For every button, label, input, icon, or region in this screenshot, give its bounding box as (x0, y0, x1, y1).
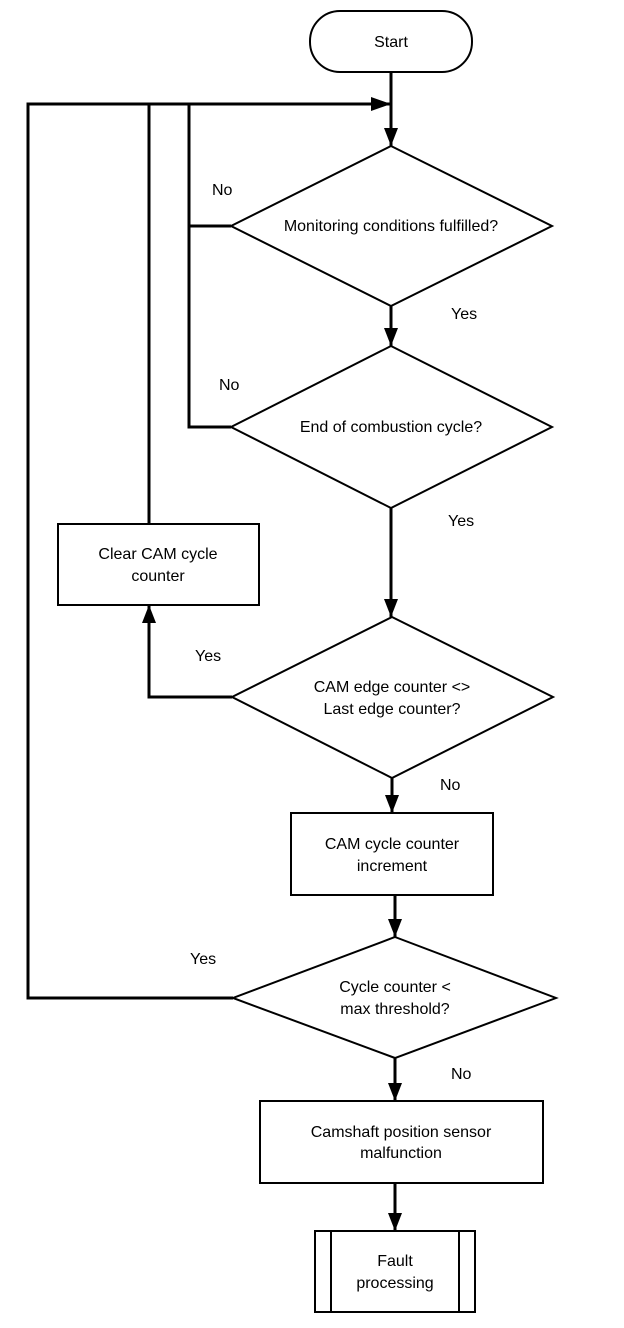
threshold-yes-label: Yes (190, 951, 216, 968)
fault-label-line1: Fault (377, 1253, 413, 1270)
clear-cam-cycle-process (57, 523, 260, 606)
end-cycle-no-label: No (219, 377, 240, 394)
connector-monitoring-no-loop (187, 104, 231, 228)
cam-cycle-increment-process (290, 812, 494, 896)
monitoring-no-label: No (212, 182, 233, 199)
cam-edge-counter-decision (229, 615, 556, 780)
end-cycle-yes-label: Yes (448, 513, 474, 530)
arrowhead (388, 1083, 402, 1101)
cam-edge-yes-label: Yes (195, 648, 221, 665)
arrowhead (385, 795, 399, 813)
end-of-combustion-label: End of combustion cycle? (300, 419, 482, 436)
arrowhead (388, 1213, 402, 1231)
cam-increment-label-line2: increment (357, 858, 428, 875)
camshaft-malfunction-process (259, 1100, 544, 1184)
clear-cam-label-line2: counter (131, 568, 185, 585)
cycle-threshold-label-line1: Cycle counter < (339, 979, 451, 996)
connector-end-cycle-no-loop (187, 226, 231, 429)
threshold-no-label: No (451, 1066, 472, 1083)
cam-increment-label-line1: CAM cycle counter (325, 836, 460, 853)
malfunction-label-line1: Camshaft position sensor (311, 1124, 492, 1141)
arrowhead (384, 328, 398, 346)
cam-edge-label-line1: CAM edge counter <> (314, 679, 471, 696)
malfunction-label-line2: malfunction (360, 1145, 442, 1162)
cam-edge-no-label: No (440, 777, 461, 794)
arrowhead (384, 599, 398, 617)
monitoring-conditions-decision (228, 144, 555, 308)
arrowhead (371, 97, 391, 111)
fault-processing-subroutine (314, 1230, 476, 1313)
cycle-counter-threshold-decision (230, 935, 559, 1060)
clear-cam-label-line1: Clear CAM cycle (98, 546, 217, 563)
fault-label-line2: processing (356, 1275, 433, 1292)
cycle-threshold-label-line2: max threshold? (340, 1001, 449, 1018)
connector-threshold-yes-loop (26, 102, 391, 1000)
connector-cam-edge-yes (147, 605, 232, 699)
monitoring-conditions-label: Monitoring conditions fulfilled? (284, 218, 498, 235)
start-terminator (309, 10, 473, 73)
start-label: Start (374, 34, 408, 51)
cam-edge-label-line2: Last edge counter? (324, 701, 461, 718)
arrowhead (142, 605, 156, 623)
arrowhead (384, 128, 398, 146)
monitoring-yes-label: Yes (451, 306, 477, 323)
end-of-combustion-decision (228, 344, 555, 510)
arrowhead (388, 919, 402, 937)
